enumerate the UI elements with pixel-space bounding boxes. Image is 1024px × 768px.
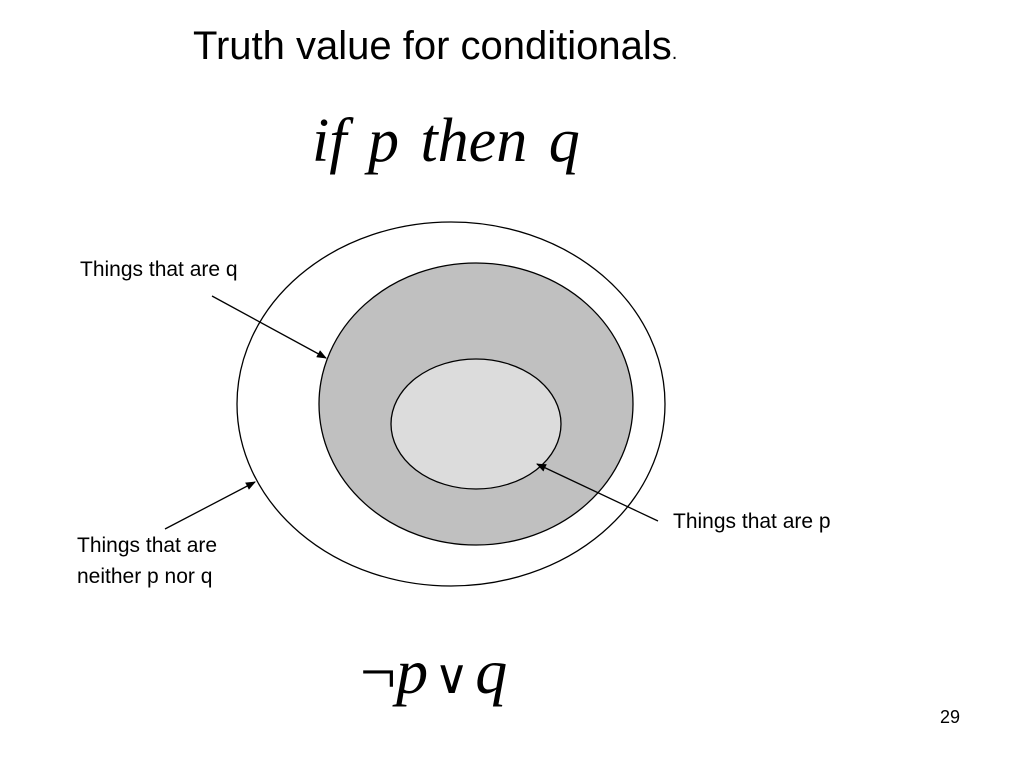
label-things-p: Things that are p [673, 510, 831, 533]
neither-pointer-arrow [164, 481, 256, 530]
label-things-neither: Things that are neither p nor q [77, 530, 217, 592]
not-symbol: ¬ [360, 636, 397, 707]
equivalent-formula: ¬p∨q [360, 636, 507, 714]
label-neither-line2: neither p nor q [77, 565, 213, 588]
p-set-ellipse [390, 358, 562, 490]
page-number: 29 [940, 707, 961, 727]
slide-title: Truth value for conditionals. [193, 22, 677, 77]
conditional-formula: if p then q [312, 107, 580, 175]
title-period: . [671, 42, 678, 64]
formula-q: q [475, 636, 508, 707]
or-symbol: ∨ [434, 651, 470, 704]
title-text: Truth value for conditionals [193, 24, 672, 68]
q-pointer-arrow [211, 295, 327, 359]
formula-p: p [396, 636, 429, 707]
label-neither-line1: Things that are [77, 534, 218, 557]
p-pointer-arrow [536, 463, 659, 522]
label-things-q: Things that are q [80, 258, 238, 281]
